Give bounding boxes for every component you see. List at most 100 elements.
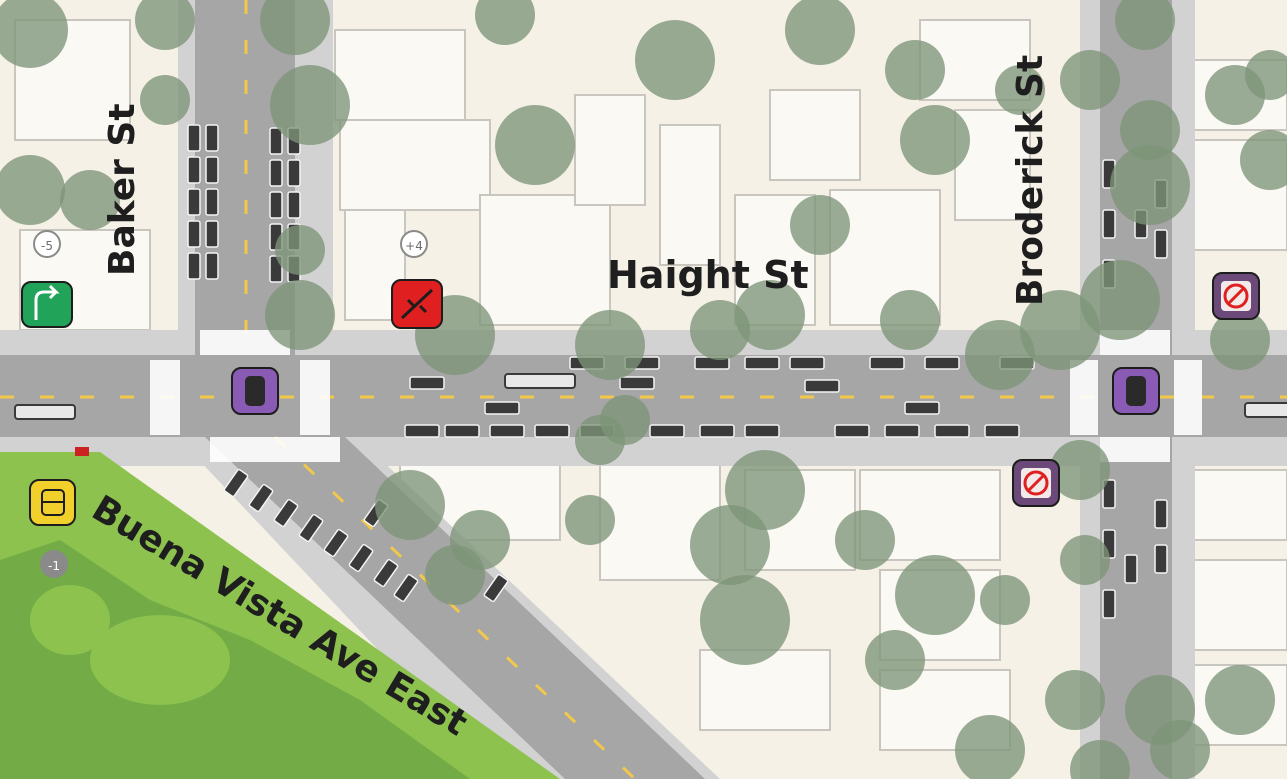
tree bbox=[1115, 0, 1175, 50]
vehicle bbox=[409, 376, 445, 390]
tree bbox=[270, 65, 350, 145]
vehicle bbox=[444, 424, 480, 438]
tree bbox=[1205, 665, 1275, 735]
vehicle bbox=[187, 124, 201, 152]
vehicle bbox=[187, 188, 201, 216]
tree bbox=[1060, 535, 1110, 585]
vehicle bbox=[619, 376, 655, 390]
vehicle bbox=[1102, 589, 1116, 619]
tree bbox=[1240, 130, 1287, 190]
tree bbox=[275, 225, 325, 275]
tree bbox=[1045, 670, 1105, 730]
badge-baker-left-turn: -5 bbox=[33, 230, 61, 258]
vehicle bbox=[393, 573, 419, 603]
vehicle bbox=[269, 191, 283, 219]
vehicle bbox=[205, 156, 219, 184]
tree bbox=[1245, 50, 1287, 100]
tree bbox=[60, 170, 120, 230]
vehicle bbox=[404, 424, 440, 438]
tree bbox=[895, 555, 975, 635]
vehicle bbox=[884, 424, 920, 438]
tree bbox=[995, 65, 1045, 115]
tree bbox=[1110, 145, 1190, 225]
tree bbox=[375, 470, 445, 540]
vehicle bbox=[1154, 499, 1168, 529]
tree bbox=[1150, 720, 1210, 779]
vehicle bbox=[1154, 544, 1168, 574]
vehicle bbox=[205, 188, 219, 216]
vehicle bbox=[934, 424, 970, 438]
traffic-signal[interactable] bbox=[1112, 367, 1160, 415]
bus bbox=[504, 373, 576, 389]
left-turn-arrow-sign[interactable] bbox=[21, 281, 73, 328]
vehicle bbox=[534, 424, 570, 438]
badge-haight-red-sign: +4 bbox=[400, 230, 428, 258]
vehicle bbox=[789, 356, 825, 370]
vehicle bbox=[373, 558, 399, 588]
tree bbox=[900, 105, 970, 175]
tree bbox=[565, 495, 615, 545]
vehicle bbox=[187, 156, 201, 184]
vehicle bbox=[287, 159, 301, 187]
vehicle bbox=[269, 159, 283, 187]
vehicle bbox=[984, 424, 1020, 438]
tree bbox=[885, 40, 945, 100]
vehicle bbox=[323, 528, 349, 558]
vehicle bbox=[205, 252, 219, 280]
buena-vista-park bbox=[0, 452, 560, 779]
bus bbox=[14, 404, 76, 420]
tree bbox=[140, 75, 190, 125]
vehicle bbox=[489, 424, 525, 438]
vehicle bbox=[744, 424, 780, 438]
vehicle bbox=[298, 513, 324, 543]
tree bbox=[690, 505, 770, 585]
tree bbox=[1080, 260, 1160, 340]
tree bbox=[1020, 290, 1100, 370]
no-u-turn-sign[interactable] bbox=[1012, 459, 1060, 507]
no-u-turn-sign[interactable] bbox=[1212, 272, 1260, 320]
street-label-baker: Baker St bbox=[102, 103, 143, 276]
vehicle bbox=[1154, 229, 1168, 259]
tree bbox=[265, 280, 335, 350]
tree bbox=[575, 310, 645, 380]
congestion-warning-sign[interactable] bbox=[391, 279, 443, 329]
vehicle bbox=[924, 356, 960, 370]
vehicle bbox=[273, 498, 299, 528]
vehicle bbox=[187, 220, 201, 248]
tree bbox=[690, 300, 750, 360]
tree bbox=[735, 280, 805, 350]
parking-stall-sign[interactable] bbox=[29, 479, 76, 526]
tree bbox=[1120, 100, 1180, 160]
vehicle bbox=[248, 483, 274, 513]
vehicle bbox=[287, 191, 301, 219]
vehicle bbox=[348, 543, 374, 573]
vehicle bbox=[223, 468, 249, 498]
tree bbox=[965, 320, 1035, 390]
tree bbox=[495, 105, 575, 185]
crosswalks bbox=[150, 330, 1202, 462]
tree bbox=[1050, 440, 1110, 500]
tree bbox=[835, 510, 895, 570]
tree bbox=[700, 575, 790, 665]
vehicle bbox=[1102, 209, 1116, 239]
tree bbox=[785, 0, 855, 65]
tree bbox=[1210, 310, 1270, 370]
tree bbox=[865, 630, 925, 690]
vehicle bbox=[483, 573, 509, 603]
traffic-signal[interactable] bbox=[231, 367, 279, 415]
vehicle bbox=[904, 401, 940, 415]
vehicle bbox=[205, 124, 219, 152]
tree bbox=[600, 395, 650, 445]
street-label-broderick: Broderick St bbox=[1010, 54, 1051, 306]
tree bbox=[0, 0, 68, 68]
tree bbox=[790, 195, 850, 255]
vehicle bbox=[484, 401, 520, 415]
red-curb-marker bbox=[75, 447, 89, 456]
tree bbox=[0, 155, 65, 225]
tree bbox=[635, 20, 715, 100]
tree bbox=[980, 575, 1030, 625]
vehicle bbox=[187, 252, 201, 280]
